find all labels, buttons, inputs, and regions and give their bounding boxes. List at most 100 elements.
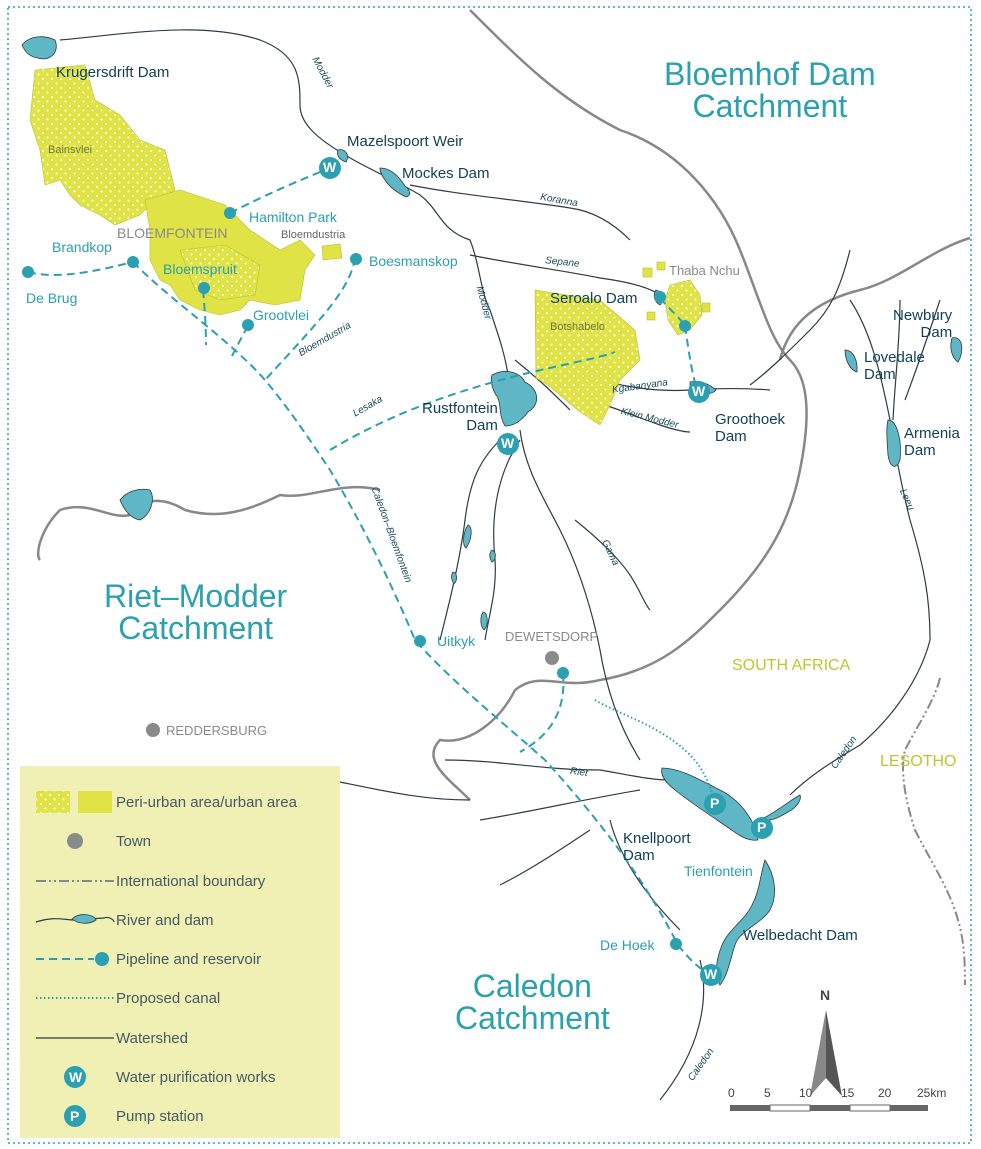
reservoir-de-brug [22,266,34,278]
label-lovedale-line1: Lovedale [864,349,925,366]
north-arrow: N [806,988,846,1098]
reservoirs [22,207,691,950]
legend-row-urban: Peri-urban area/urban area [20,788,340,816]
watershed-icon [36,1037,114,1039]
pump-symbol: P [710,795,720,811]
label-mazelspoort-weir: Mazelspoort Weir [347,133,464,150]
catchment-riet-modder-line1: Riet–Modder [104,578,288,614]
scale-tick: 10 [799,1086,813,1100]
bloemdustria-area [321,243,343,261]
label-de-hoek: De Hoek [600,937,655,953]
pump-tienfontein [751,817,773,839]
label-tienfontein: Tienfontein [684,863,753,879]
map-frame [7,6,972,1144]
label-dewetsdorp: DEWETSDORP [505,629,599,644]
reservoir-bloemspruit [198,282,210,294]
label-mockes-dam: Mockes Dam [402,165,490,182]
label-armenia-line2: Dam [904,442,936,460]
purification-groothoek [688,381,710,403]
catchment-riet-modder: Riet–Modder Catchment [104,580,287,644]
rustfontein-dam [490,371,538,427]
label-rustfontein-line2: Dam [466,417,498,435]
scale-tick: 25km [917,1086,947,1100]
label-reddersburg: REDDERSBURG [166,723,268,738]
legend-label: Peri-urban area/urban area [116,794,297,811]
label-uitkyk: Uitkyk [437,633,476,649]
label-lovedale-line2: Dam [864,366,896,384]
label-brandkop: Brandkop [52,239,112,255]
urban-area-swatch-icon [36,791,112,813]
purification-welbedacht [700,964,722,986]
town-reddersburg-dot [146,723,160,737]
country-lesotho: LESOTHO [880,753,957,770]
label-grootvlei: Grootvlei [253,307,310,323]
legend-label: Town [116,833,152,850]
canal-icon [36,997,114,999]
label-armenia-line1: Armenia [904,425,960,442]
legend-row-river: River and dam [20,906,340,934]
north-arrow-icon [810,1010,842,1096]
catchment-caledon: Caledon Catchment [455,970,610,1034]
label-bainsvlei: Bainsvlei [48,144,93,156]
scale-bar: 0 5 10 15 20 25km [728,1086,960,1142]
label-bloemfontein: BLOEMFONTEIN [117,225,228,241]
country-south-africa: SOUTH AFRICA [732,657,851,674]
north-label: N [820,987,831,1003]
reservoir-grootvlei [242,319,254,331]
pump-icon-letter: P [70,1108,80,1124]
newbury-dam [950,337,963,363]
label-bloemdustria: Bloemdustria [281,229,346,241]
catchment-bloemhof-line1: Bloemhof Dam [664,56,876,92]
reservoir-uitkyk [414,635,426,647]
label-newbury-line2: Dam [920,324,953,342]
label-groothoek-line2: Dam [715,428,747,446]
catchment-bloemhof: Bloemhof Dam Catchment [664,58,876,122]
purification-rustfontein [497,433,519,455]
legend-row-boundary: International boundary [20,867,340,895]
facility-symbols [319,157,773,986]
reservoir-seroalo [654,291,666,303]
river-dam-icon [35,914,115,924]
label-bloemspruit: Bloemspruit [163,261,237,277]
town-dot-icon [67,833,83,849]
legend-row-canal: Proposed canal [20,984,340,1012]
legend-label: Water purification works [116,1069,276,1086]
scale-tick: 0 [728,1086,735,1100]
purification-symbol: W [692,383,706,399]
scale-tick: 20 [878,1086,892,1100]
catchment-caledon-line2: Catchment [455,1000,610,1036]
reservoir-hamilton-park [224,207,236,219]
label-boesmanskop: Boesmanskop [369,253,458,269]
label-lovedale-dam: Lovedale Dam [864,349,925,384]
legend-row-town: Town [20,827,340,855]
catchment-caledon-line1: Caledon [472,968,592,1004]
bainsvlei-area [29,64,176,226]
pump-icon [64,1105,86,1127]
thaba-nchu-area [664,279,703,336]
label-newbury-line1: Newbury [893,307,953,324]
lovedale-dam [844,349,858,373]
armenia-dam [886,419,901,467]
tienfontein-river-body [758,794,801,821]
riet-modder-dam [119,488,153,521]
legend-label: International boundary [116,873,266,890]
watershed-lines [36,9,971,801]
pump-symbol: P [757,819,767,835]
proposed-canal [594,699,715,803]
town-dewetsdorp-dot [545,651,559,665]
urban-areas [29,64,711,426]
label-hamilton-park: Hamilton Park [249,209,337,225]
legend-row-purification: W Water purification works [20,1063,340,1091]
reservoir-boesmanskop [350,253,362,265]
label-groothoek-dam: Groothoek Dam [715,411,785,446]
label-newbury-dam: Newbury Dam [893,307,952,342]
legend-row-watershed: Watershed [20,1024,340,1052]
legend-row-pipeline: Pipeline and reservoir [20,945,340,973]
purification-symbol: W [323,159,337,175]
catchment-riet-modder-line2: Catchment [118,610,273,646]
label-rustfontein-line1: Rustfontein [422,400,498,417]
label-thaba-nchu: Thaba Nchu [669,263,740,278]
pump-knellpoort [704,793,726,815]
scale-bar-graphic [730,1104,928,1112]
